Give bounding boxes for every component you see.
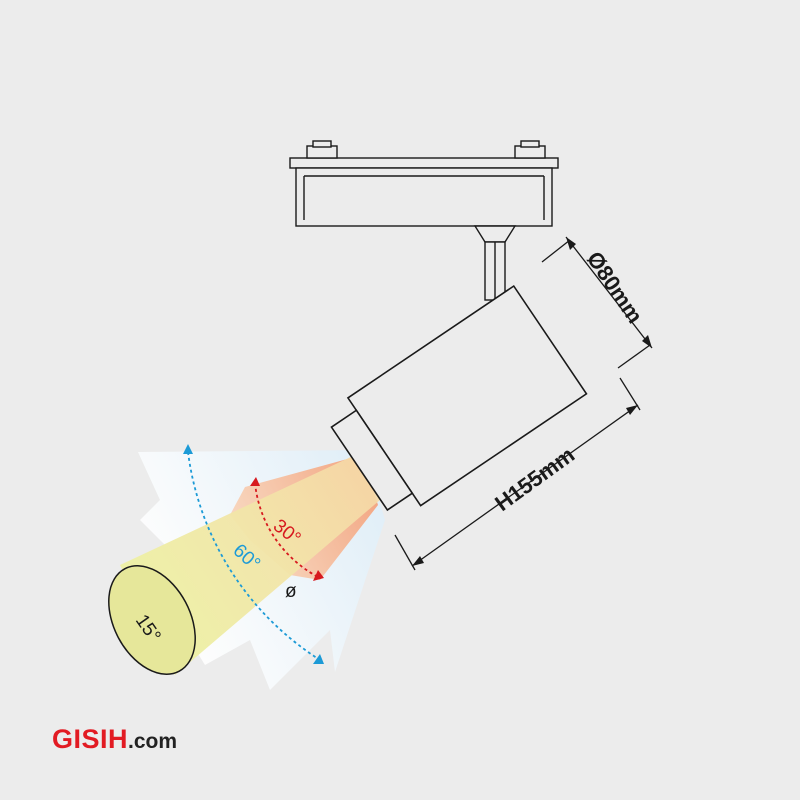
arc-60-arrow-top [183,444,193,454]
height-dimension [394,377,641,571]
site-logo[interactable]: GISIH.com [52,726,177,753]
arc-60-arrow-bottom [313,654,324,664]
track-adapter-right-clip [514,145,546,159]
arc-30-arrow-bottom [313,570,324,581]
height-label: H155mm [490,442,579,516]
arc-30 [254,482,321,579]
beam-15-spot [108,565,196,675]
phi-label: ø [285,581,297,602]
angle-arcs [183,444,324,664]
beam-cones [108,450,385,690]
diameter-label: Ø80mm [582,247,648,328]
track-adapter-top-rail [289,157,559,169]
track-adapter-left-clip [306,145,338,159]
diameter-dimension [541,236,653,369]
arc-60 [187,451,321,661]
arc-30-arrow-top [250,477,260,486]
stem [473,225,517,301]
track-adapter-body [295,167,553,227]
logo-brand: GISIH [52,724,129,754]
lamp-body [330,284,588,512]
logo-tld: .com [128,730,178,753]
track-adapter [289,140,559,227]
